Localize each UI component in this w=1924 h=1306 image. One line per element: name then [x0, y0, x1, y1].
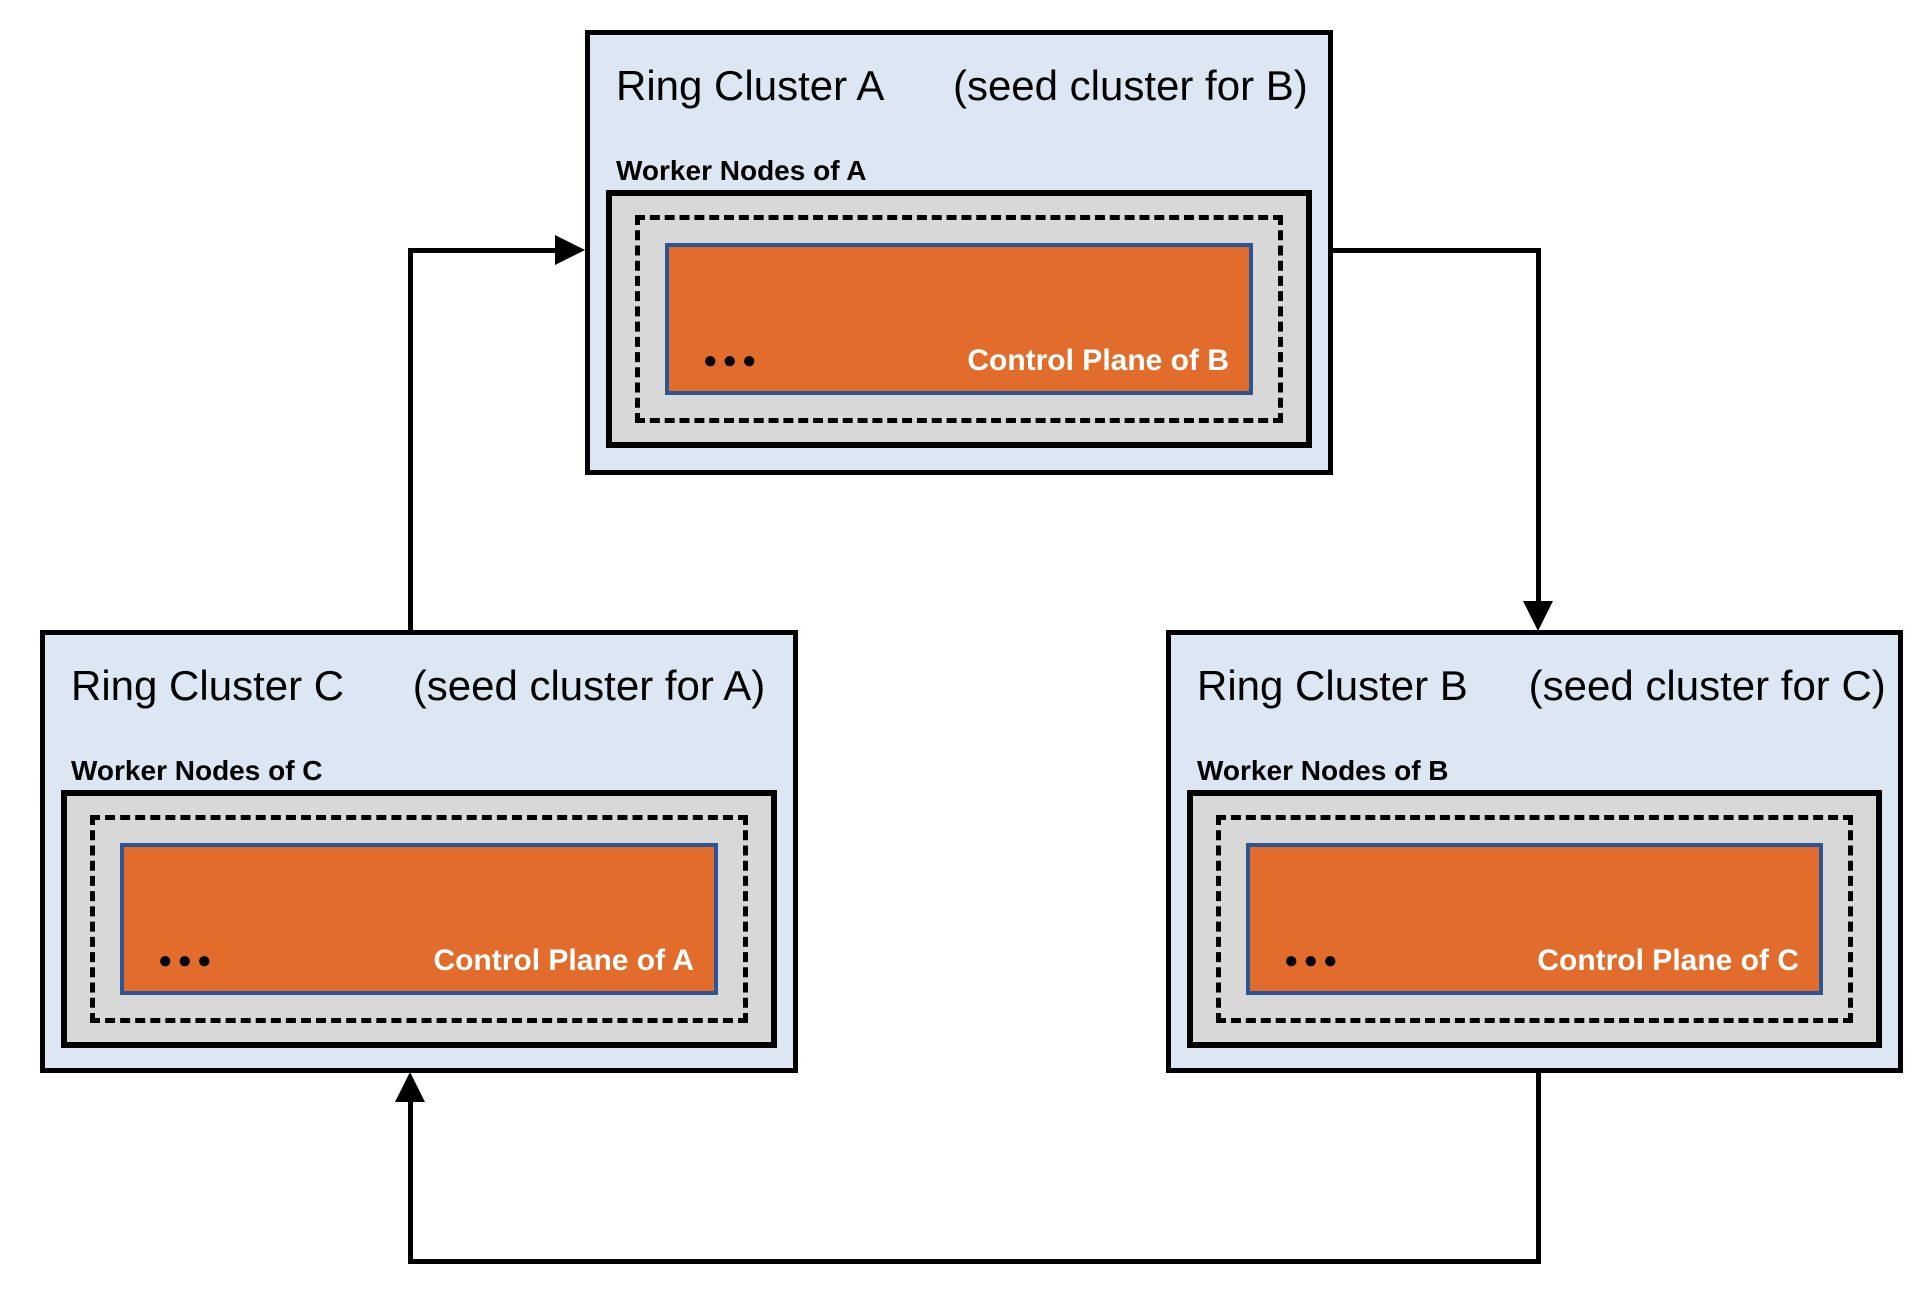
cluster-c: Ring Cluster C (seed cluster for A) Work…: [40, 630, 798, 1073]
cluster-c-worker-nodes-label: Worker Nodes of C: [71, 755, 323, 786]
cluster-c-name: Ring Cluster C: [71, 662, 345, 709]
cluster-a: Ring Cluster A (seed cluster for B) Work…: [585, 30, 1333, 475]
cluster-a-title-row: Ring Cluster A (seed cluster for B): [616, 57, 1318, 115]
cluster-c-title-row: Ring Cluster C (seed cluster for A): [71, 657, 783, 715]
cluster-c-control-plane-box: ●●● Control Plane of A: [120, 843, 718, 995]
cluster-b-control-plane-box: ●●● Control Plane of C: [1246, 843, 1823, 995]
cluster-b-worker-nodes-label: Worker Nodes of B: [1197, 755, 1449, 786]
cluster-a-seed-note: (seed cluster for B): [952, 62, 1308, 109]
arrowhead-down-icon: [1523, 601, 1553, 631]
cluster-b-dashed-boundary: ●●● Control Plane of C: [1216, 815, 1853, 1023]
cluster-a-worker-nodes-label: Worker Nodes of A: [616, 155, 867, 186]
cluster-b-worker-nodes-area: ●●● Control Plane of C: [1187, 790, 1882, 1048]
cluster-c-worker-nodes-area: ●●● Control Plane of A: [61, 790, 777, 1048]
arrow-b-to-c-left-vertical-segment: [408, 1100, 413, 1264]
arrowhead-right-icon: [555, 235, 585, 265]
ellipsis-dots-icon: ●●●: [158, 947, 217, 974]
cluster-a-control-plane-box: ●●● Control Plane of B: [665, 243, 1253, 395]
cluster-c-control-plane-label: Control Plane of A: [433, 944, 694, 977]
cluster-a-name: Ring Cluster A: [616, 62, 885, 109]
ellipsis-dots-icon: ●●●: [1284, 947, 1343, 974]
arrow-b-to-c-right-vertical-segment: [1536, 1073, 1541, 1264]
cluster-a-dashed-boundary: ●●● Control Plane of B: [635, 215, 1283, 423]
arrow-a-to-b-vertical-segment: [1536, 248, 1541, 604]
cluster-c-dashed-boundary: ●●● Control Plane of A: [90, 815, 748, 1023]
cluster-b-name: Ring Cluster B: [1197, 662, 1468, 709]
cluster-a-control-plane-label: Control Plane of B: [967, 344, 1229, 377]
cluster-a-worker-nodes-area: ●●● Control Plane of B: [606, 190, 1312, 448]
arrow-a-to-b-horizontal-segment: [1333, 248, 1539, 253]
cluster-b: Ring Cluster B (seed cluster for C) Work…: [1166, 630, 1903, 1073]
arrow-c-to-a-horizontal-segment: [408, 248, 556, 253]
cluster-b-control-plane-label: Control Plane of C: [1537, 944, 1799, 977]
cluster-b-seed-note: (seed cluster for C): [1528, 662, 1886, 709]
arrow-b-to-c-bottom-horizontal-segment: [408, 1259, 1541, 1264]
arrow-c-to-a-vertical-segment: [408, 250, 413, 630]
arrowhead-up-icon: [395, 1072, 425, 1102]
cluster-c-seed-note: (seed cluster for A): [412, 662, 766, 709]
cluster-b-title-row: Ring Cluster B (seed cluster for C): [1197, 657, 1888, 715]
ellipsis-dots-icon: ●●●: [703, 347, 762, 374]
